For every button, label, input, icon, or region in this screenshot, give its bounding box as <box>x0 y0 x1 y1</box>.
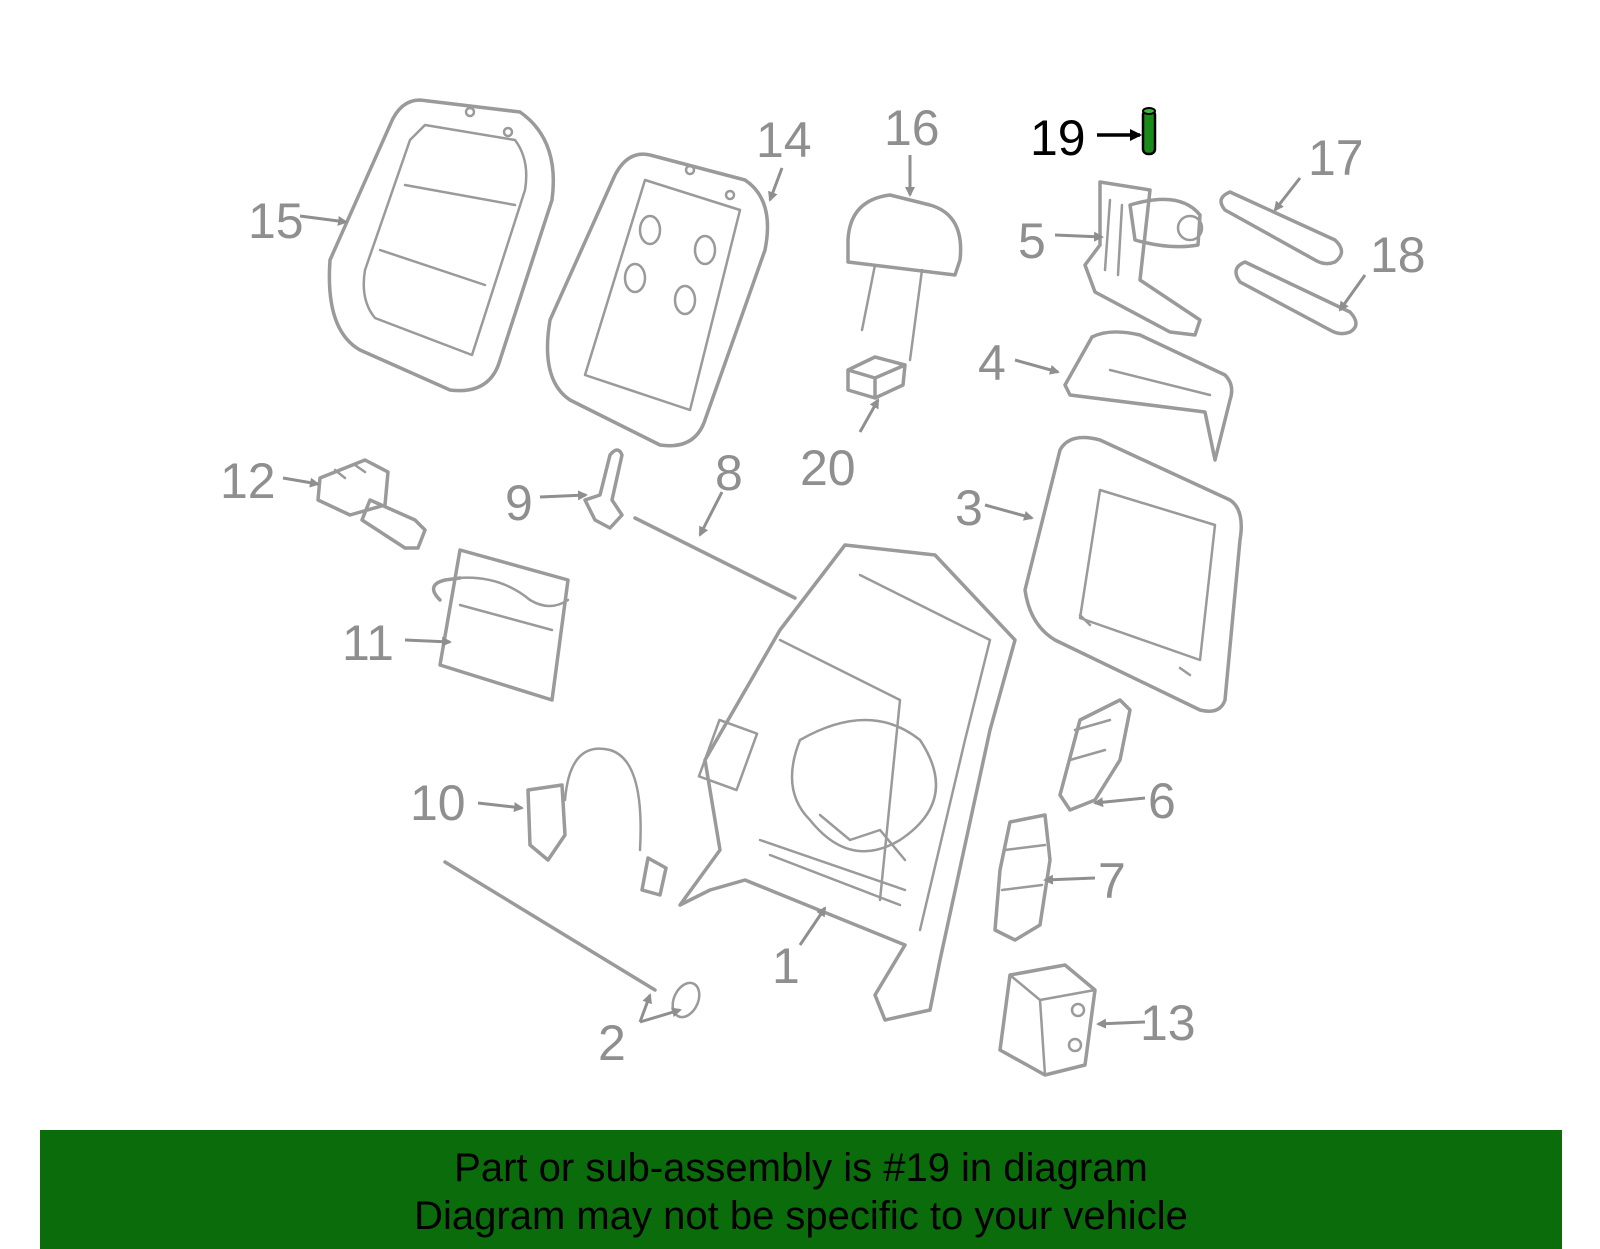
part-7-motor <box>993 813 1052 942</box>
part-19-pin <box>1141 107 1157 156</box>
callout-8: 8 <box>715 445 743 501</box>
part-17-strap <box>1219 190 1344 266</box>
banner-line-disclaimer: Diagram may not be specific to your vehi… <box>414 1194 1188 1238</box>
callout-17: 17 <box>1308 130 1364 186</box>
callout-15: 15 <box>248 193 304 249</box>
callout-12: 12 <box>220 453 276 509</box>
part-5-actuator <box>1083 180 1204 337</box>
part-20-pad <box>846 355 907 400</box>
banner-line-part: Part or sub-assembly is #19 in diagram <box>454 1146 1148 1190</box>
part-14-seatback-cushion <box>545 152 770 448</box>
callout-18: 18 <box>1370 227 1426 283</box>
callout-16: 16 <box>884 100 940 156</box>
callout-1: 1 <box>772 938 800 994</box>
part-18-strap <box>1234 260 1358 336</box>
part-1-seat-frame <box>678 543 1017 1022</box>
part-6-motor <box>1058 698 1132 812</box>
callout-14: 14 <box>756 112 812 168</box>
parts-diagram: 15 14 16 19 17 5 18 4 20 8 12 9 3 11 10 … <box>220 98 1426 1077</box>
info-banner: Part or sub-assembly is #19 in diagram D… <box>40 1130 1562 1249</box>
part-13-module <box>998 963 1097 1077</box>
callout-2: 2 <box>598 1015 626 1071</box>
part-11-pocket <box>431 548 570 702</box>
part-4-panel <box>1063 330 1234 462</box>
part-3-back-panel <box>1023 435 1243 713</box>
callout-5: 5 <box>1018 213 1046 269</box>
callout-20: 20 <box>800 440 856 496</box>
callout-11: 11 <box>342 615 394 671</box>
callout-7: 7 <box>1098 853 1126 909</box>
callout-6: 6 <box>1148 773 1176 829</box>
leader-lines <box>282 129 1367 1029</box>
callout-4: 4 <box>978 335 1006 391</box>
part-12-motor <box>316 458 427 550</box>
part-2-rod-clip <box>443 860 701 1019</box>
part-8-rod <box>633 516 797 600</box>
callout-labels: 15 14 16 19 17 5 18 4 20 8 12 9 3 11 10 … <box>220 100 1426 1071</box>
part-9-lever <box>583 448 624 530</box>
callout-10: 10 <box>410 775 466 831</box>
part-16-headrest <box>846 193 963 362</box>
callout-3: 3 <box>955 480 983 536</box>
part-15-seatback-cover <box>327 98 556 393</box>
callout-9: 9 <box>505 475 533 531</box>
callout-13: 13 <box>1140 995 1196 1051</box>
part-10-harness <box>526 747 668 897</box>
callout-19: 19 <box>1030 110 1086 166</box>
